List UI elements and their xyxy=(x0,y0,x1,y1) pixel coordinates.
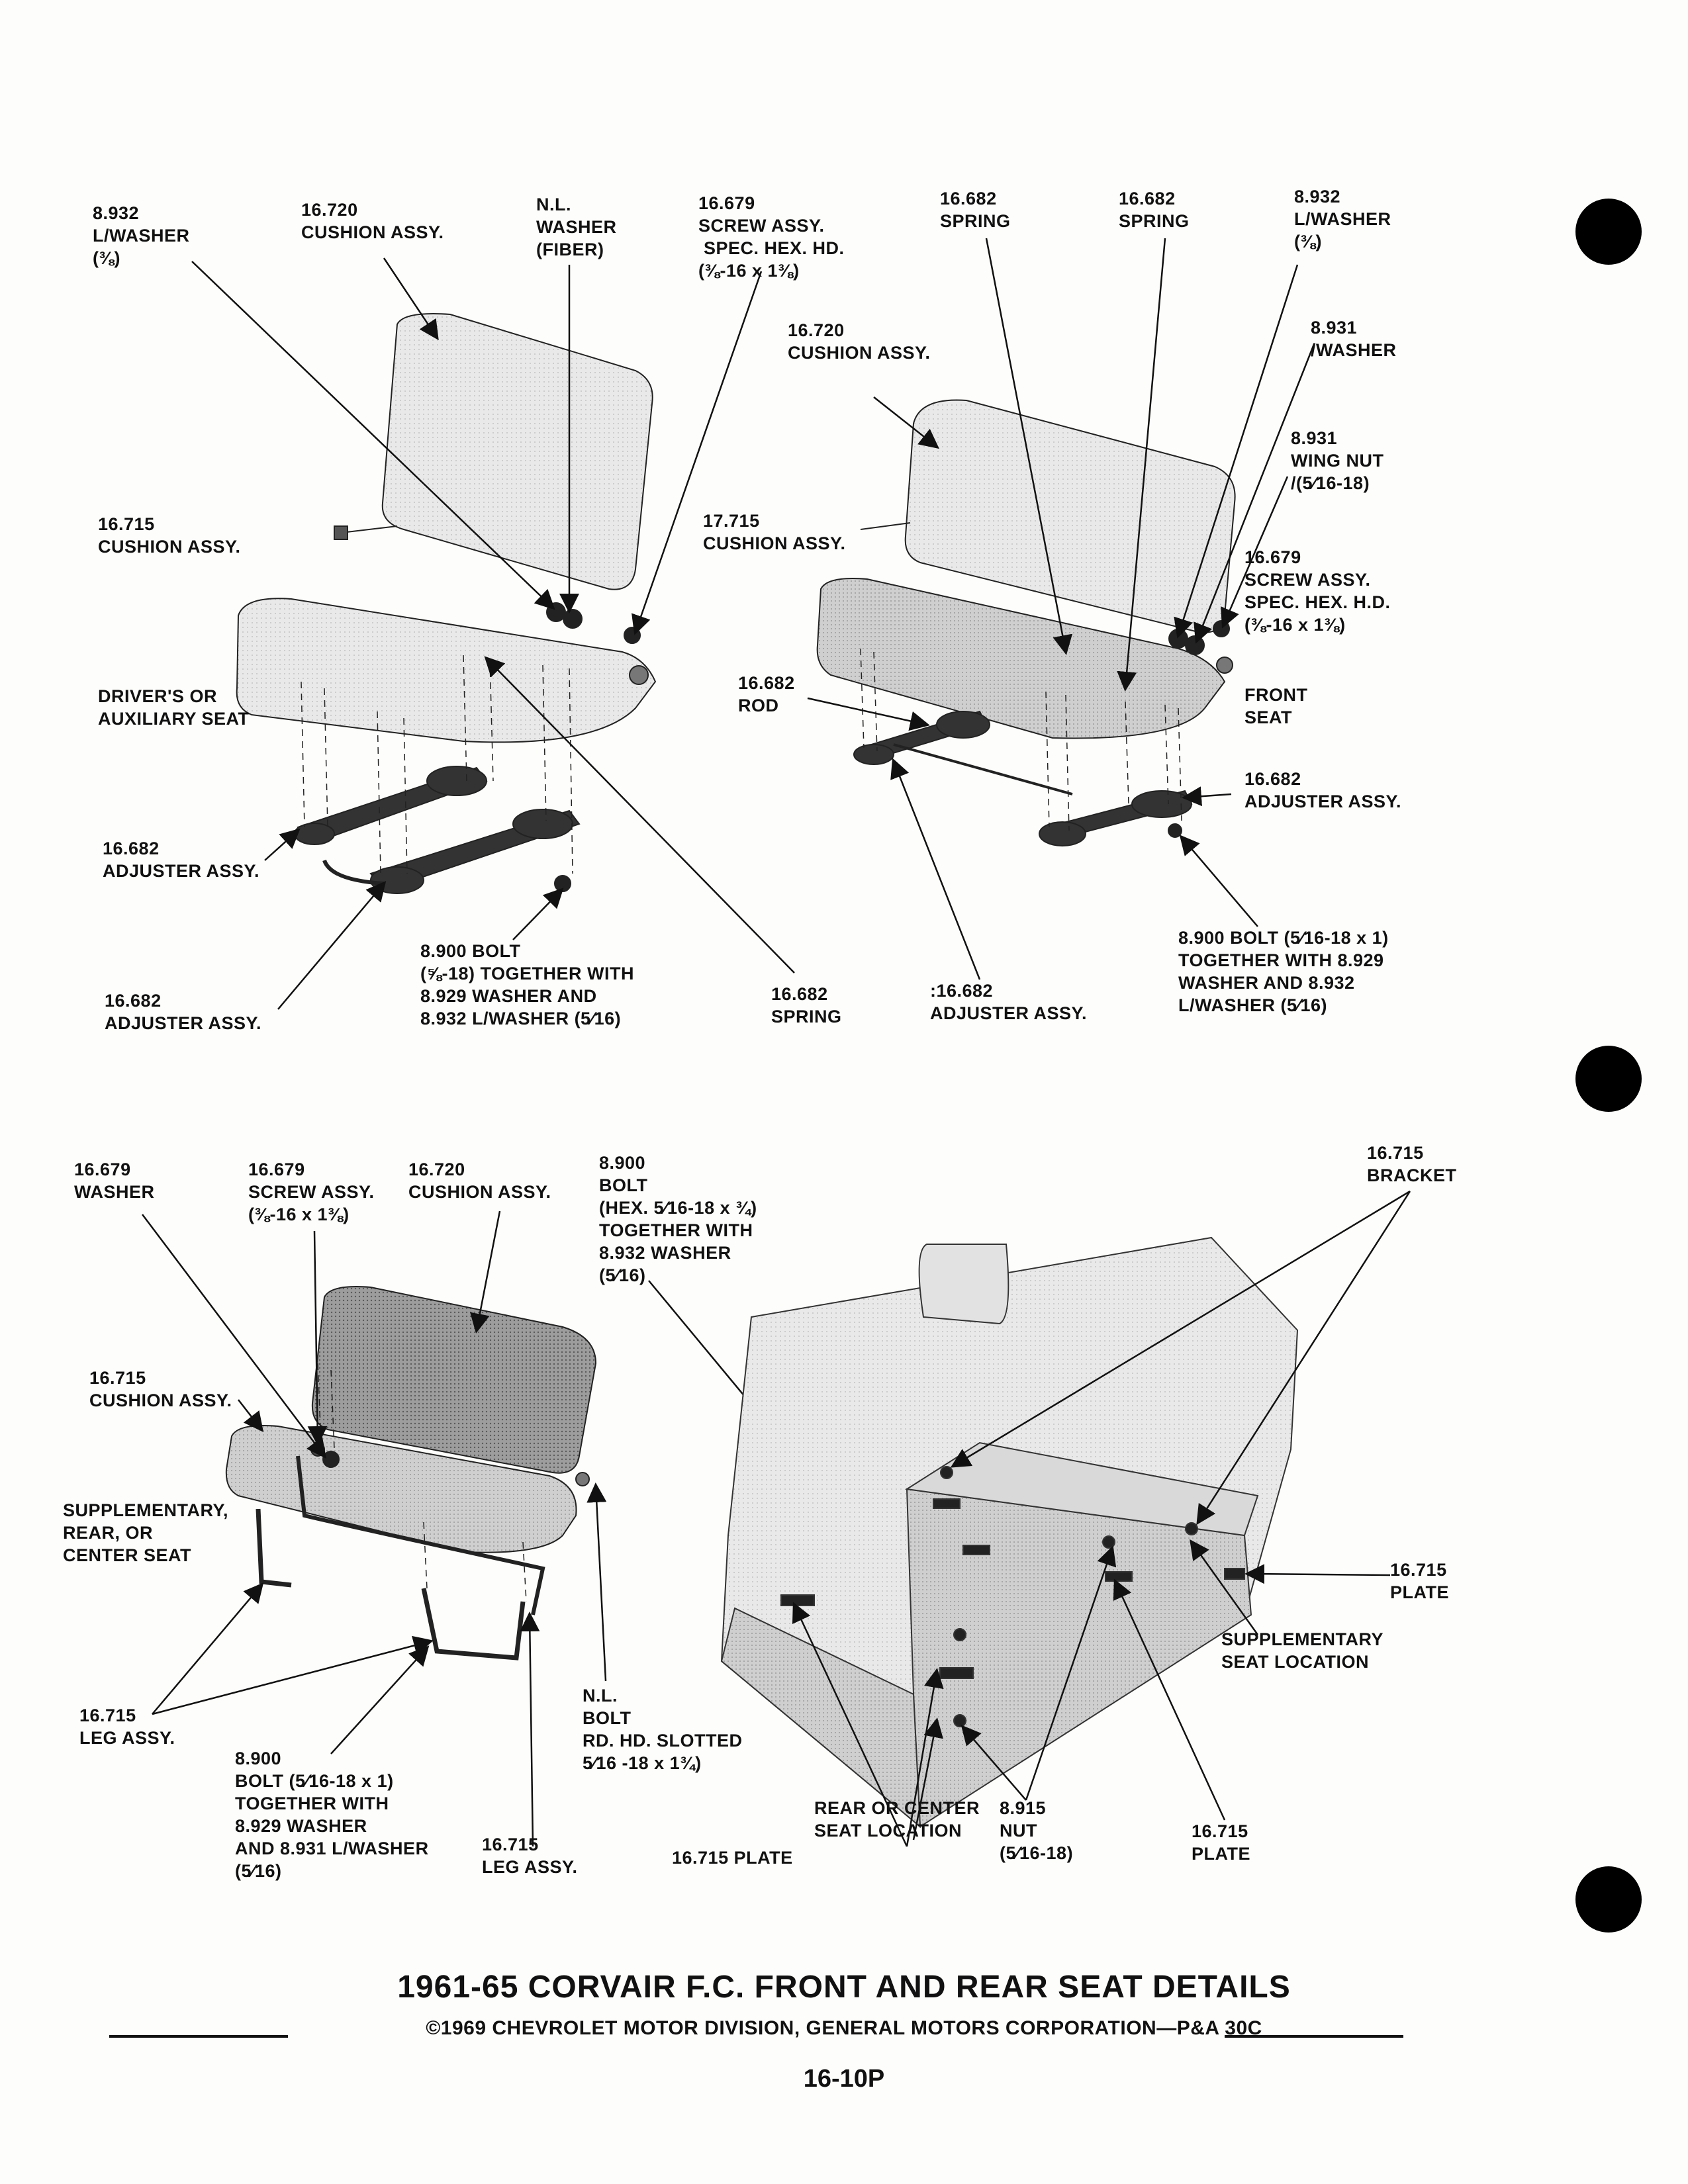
label-br-plate-right: 16.715 PLATE xyxy=(1390,1560,1449,1602)
driver-adjuster-upper xyxy=(294,766,488,845)
label-tl-cushion-bottom: 16.715 CUSHION ASSY. xyxy=(98,514,241,557)
label-tl-cushion-top: 16.720 CUSHION ASSY. xyxy=(301,200,444,242)
front-seat-illustration xyxy=(816,399,1236,846)
label-tl-bolt: 8.900 BOLT (⅝-18) TOGETHER WITH 8.929 WA… xyxy=(420,941,635,1028)
label-bl-nl-bolt: N.L. BOLT RD. HD. SLOTTED 5⁄16 -18 x 1¾) xyxy=(583,1686,743,1773)
label-tl-lwasher: 8.932 L/WASHER (⅜) xyxy=(93,203,190,268)
label-tl-nl-washer: N.L. WASHER (FIBER) xyxy=(536,195,617,259)
label-tr-washer: 8.931 /WASHER xyxy=(1311,318,1397,360)
front-leader-lines xyxy=(807,238,1315,980)
label-bl-supplementary: SUPPLEMENTARY, REAR, OR CENTER SEAT xyxy=(63,1500,229,1565)
label-bl-leg-2: 16.715 LEG ASSY. xyxy=(482,1835,578,1877)
label-br-rear-location: REAR OR CENTER SEAT LOCATION xyxy=(814,1798,980,1841)
supplementary-seat-illustration xyxy=(225,1286,597,1661)
page-number: 16-10P xyxy=(803,2065,885,2093)
label-bl-bolt-top: 8.900 BOLT (HEX. 5⁄16-18 x ¾) TOGETHER W… xyxy=(599,1153,757,1285)
label-tr-spring-2: 16.682 SPRING xyxy=(1119,189,1190,231)
vehicle-interior-illustration xyxy=(720,1236,1299,1829)
label-tl-screw: 16.679 SCREW ASSY. SPEC. HEX. HD. (⅜-16 … xyxy=(698,193,845,281)
page-title: 1961-65 CORVAIR F.C. FRONT AND REAR SEAT… xyxy=(397,1970,1291,2005)
label-bl-cushion-bottom: 16.715 CUSHION ASSY. xyxy=(89,1368,232,1410)
vehicle-leader-lines xyxy=(792,1190,1411,1847)
label-tr-spring-1: 16.682 SPRING xyxy=(940,189,1011,231)
label-bl-leg-1: 16.715 LEG ASSY. xyxy=(79,1706,175,1748)
label-tr-screw: 16.679 SCREW ASSY. SPEC. HEX. H.D. (⅜-16… xyxy=(1244,547,1391,635)
driver-seat-illustration xyxy=(236,313,657,894)
label-tr-wingnut: 8.931 WING NUT /(5⁄16-18) xyxy=(1291,428,1384,493)
copyright-line: ©1969 CHEVROLET MOTOR DIVISION, GENERAL … xyxy=(426,2017,1262,2039)
label-tr-adjuster-right: 16.682 ADJUSTER ASSY. xyxy=(1244,769,1402,811)
label-tr-rod: 16.682 ROD xyxy=(738,673,795,715)
label-bl-bolt-bottom: 8.900 BOLT (5⁄16-18 x 1) TOGETHER WITH 8… xyxy=(235,1749,429,1881)
binder-hole-bottom xyxy=(1575,1866,1642,1933)
footer-rule-left xyxy=(109,2035,288,2038)
label-tr-cushion-top: 16.720 CUSHION ASSY. xyxy=(788,320,931,363)
footer-rule-right xyxy=(1225,2035,1403,2038)
label-tr-adjuster-bottom: :16.682 ADJUSTER ASSY. xyxy=(930,981,1088,1023)
binder-hole-middle xyxy=(1575,1046,1642,1112)
binder-hole-top xyxy=(1575,199,1642,265)
label-tr-lwasher: 8.932 L/WASHER (⅜) xyxy=(1294,187,1391,251)
label-tr-front-seat: FRONT SEAT xyxy=(1244,685,1308,727)
label-br-plate-left: 16.715 PLATE xyxy=(672,1848,793,1868)
label-tl-spring: 16.682 SPRING xyxy=(771,984,842,1026)
label-tl-adjuster-1: 16.682 ADJUSTER ASSY. xyxy=(103,839,260,881)
label-br-supplementary-location: SUPPLEMENTARY SEAT LOCATION xyxy=(1221,1629,1384,1672)
supplementary-leader-lines xyxy=(142,1210,956,1847)
label-bl-washer: 16.679 WASHER xyxy=(74,1160,155,1202)
label-br-bracket: 16.715 BRACKET xyxy=(1367,1143,1457,1185)
label-bl-screw: 16.679 SCREW ASSY. (⅜-16 x 1⅜) xyxy=(248,1160,375,1224)
label-br-nut: 8.915 NUT (5⁄16-18) xyxy=(1000,1798,1074,1863)
label-tl-driver-seat: DRIVER'S OR AUXILIARY SEAT xyxy=(98,686,250,729)
label-br-plate-bottom: 16.715 PLATE xyxy=(1192,1821,1250,1864)
front-adjuster-right xyxy=(1039,790,1193,846)
label-bl-cushion-top: 16.720 CUSHION ASSY. xyxy=(408,1160,551,1202)
label-tr-bolt: 8.900 BOLT (5⁄16-18 x 1) TOGETHER WITH 8… xyxy=(1178,928,1389,1015)
front-adjuster-left xyxy=(853,710,990,765)
label-tr-cushion-bottom: 17.715 CUSHION ASSY. xyxy=(703,511,846,553)
label-tl-adjuster-2: 16.682 ADJUSTER ASSY. xyxy=(105,991,262,1033)
driver-leader-lines xyxy=(191,257,795,1010)
